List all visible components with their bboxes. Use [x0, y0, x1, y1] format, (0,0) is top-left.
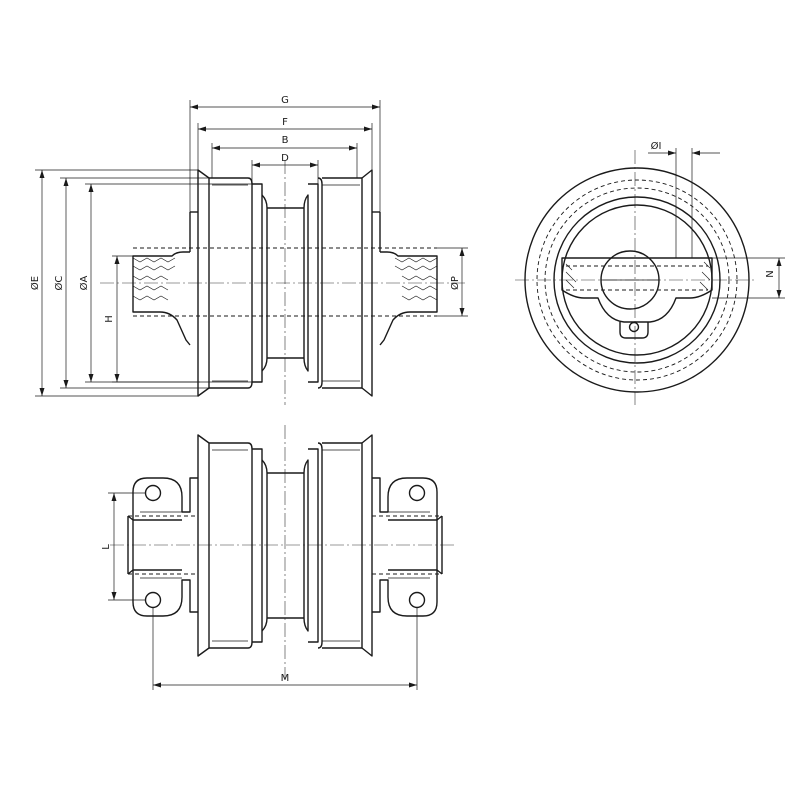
dimension-E: ØE: [29, 169, 198, 397]
label-E: ØE: [29, 276, 41, 290]
dimension-H: H: [104, 255, 200, 383]
label-P: ØP: [449, 276, 461, 290]
dimension-P: ØP: [437, 247, 468, 317]
dimension-L: L: [101, 492, 146, 601]
label-F: F: [282, 117, 288, 128]
dimension-B: B: [211, 135, 358, 178]
label-D: D: [281, 153, 289, 164]
label-G: G: [281, 95, 289, 106]
front-elevation-view: G F B D ØE: [29, 95, 468, 405]
dimension-G: G: [189, 95, 381, 212]
side-view: ØI N: [515, 140, 785, 405]
label-H: H: [104, 315, 115, 323]
dimension-N: N: [712, 257, 785, 299]
dimension-F: F: [197, 117, 373, 170]
dimension-D: D: [251, 153, 319, 184]
label-B: B: [282, 135, 289, 146]
label-A: ØA: [78, 275, 90, 290]
dimension-C: ØC: [53, 177, 209, 389]
label-I: ØI: [651, 140, 662, 152]
label-C: ØC: [53, 276, 65, 291]
dimension-M: M: [152, 607, 418, 690]
label-L: L: [101, 544, 112, 550]
label-N: N: [765, 270, 776, 277]
label-M: M: [281, 673, 290, 684]
top-view: L M: [101, 425, 455, 690]
dimension-I: ØI: [648, 140, 720, 258]
